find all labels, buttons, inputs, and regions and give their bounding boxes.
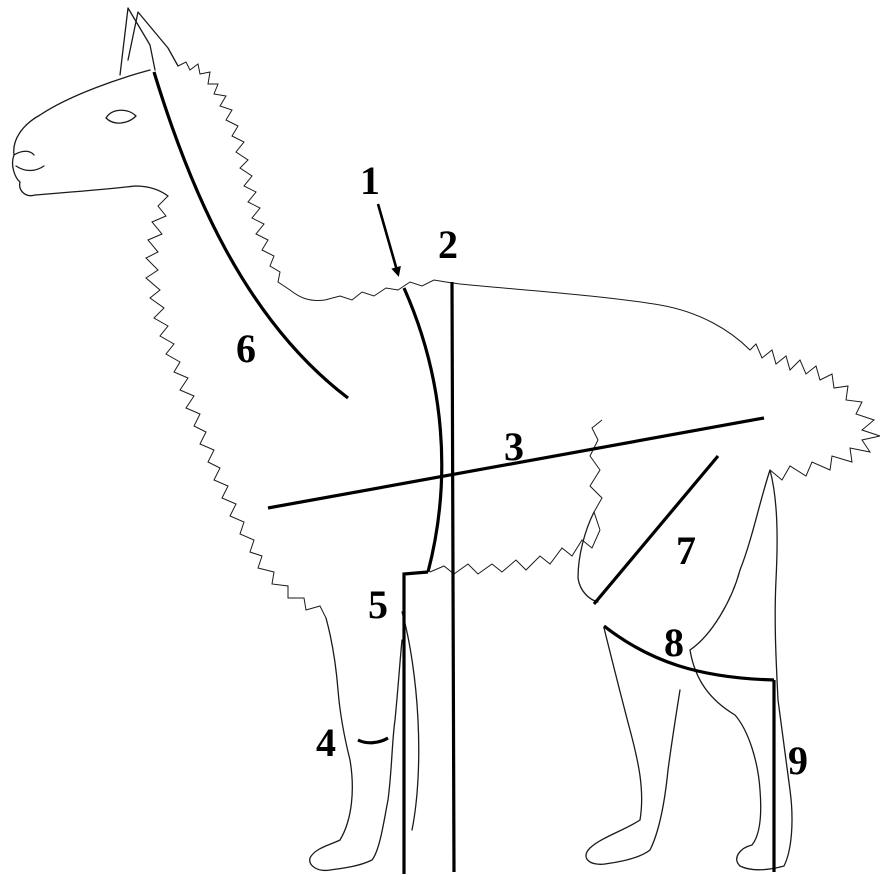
llama-hind-stifle: [578, 512, 598, 602]
llama-mouth: [16, 166, 44, 171]
arrow-1: [378, 204, 398, 274]
label-3: 3: [504, 424, 524, 469]
label-6: 6: [236, 326, 256, 371]
label-4: 4: [316, 720, 336, 765]
measure-line-5: [404, 572, 428, 874]
measure-line-1: [404, 288, 442, 572]
label-5: 5: [368, 582, 388, 627]
measurement-labels: 1 2 3 4 5 6 7 8 9: [236, 158, 808, 783]
measure-line-4: [358, 738, 388, 743]
llama-outline: [13, 8, 880, 870]
llama-back: [325, 280, 880, 436]
llama-ear-back: [120, 8, 155, 75]
llama-nostril: [14, 151, 34, 155]
llama-neck-front: [146, 196, 326, 618]
llama-neck-back: [178, 62, 325, 301]
measure-line-2: [452, 282, 454, 872]
label-1: 1: [360, 158, 380, 203]
llama-belly: [430, 530, 600, 574]
llama-tail: [770, 436, 880, 480]
label-2: 2: [438, 222, 458, 267]
llama-eye: [106, 110, 136, 123]
measure-line-8: [604, 626, 774, 680]
measurement-lines: [154, 72, 774, 874]
llama-hind-leg-near: [690, 470, 792, 870]
llama-hind-thigh: [590, 420, 602, 530]
label-7: 7: [676, 528, 696, 573]
label-8: 8: [664, 620, 684, 665]
measure-line-7: [594, 456, 718, 604]
label-9: 9: [788, 738, 808, 783]
llama-head: [13, 70, 168, 196]
